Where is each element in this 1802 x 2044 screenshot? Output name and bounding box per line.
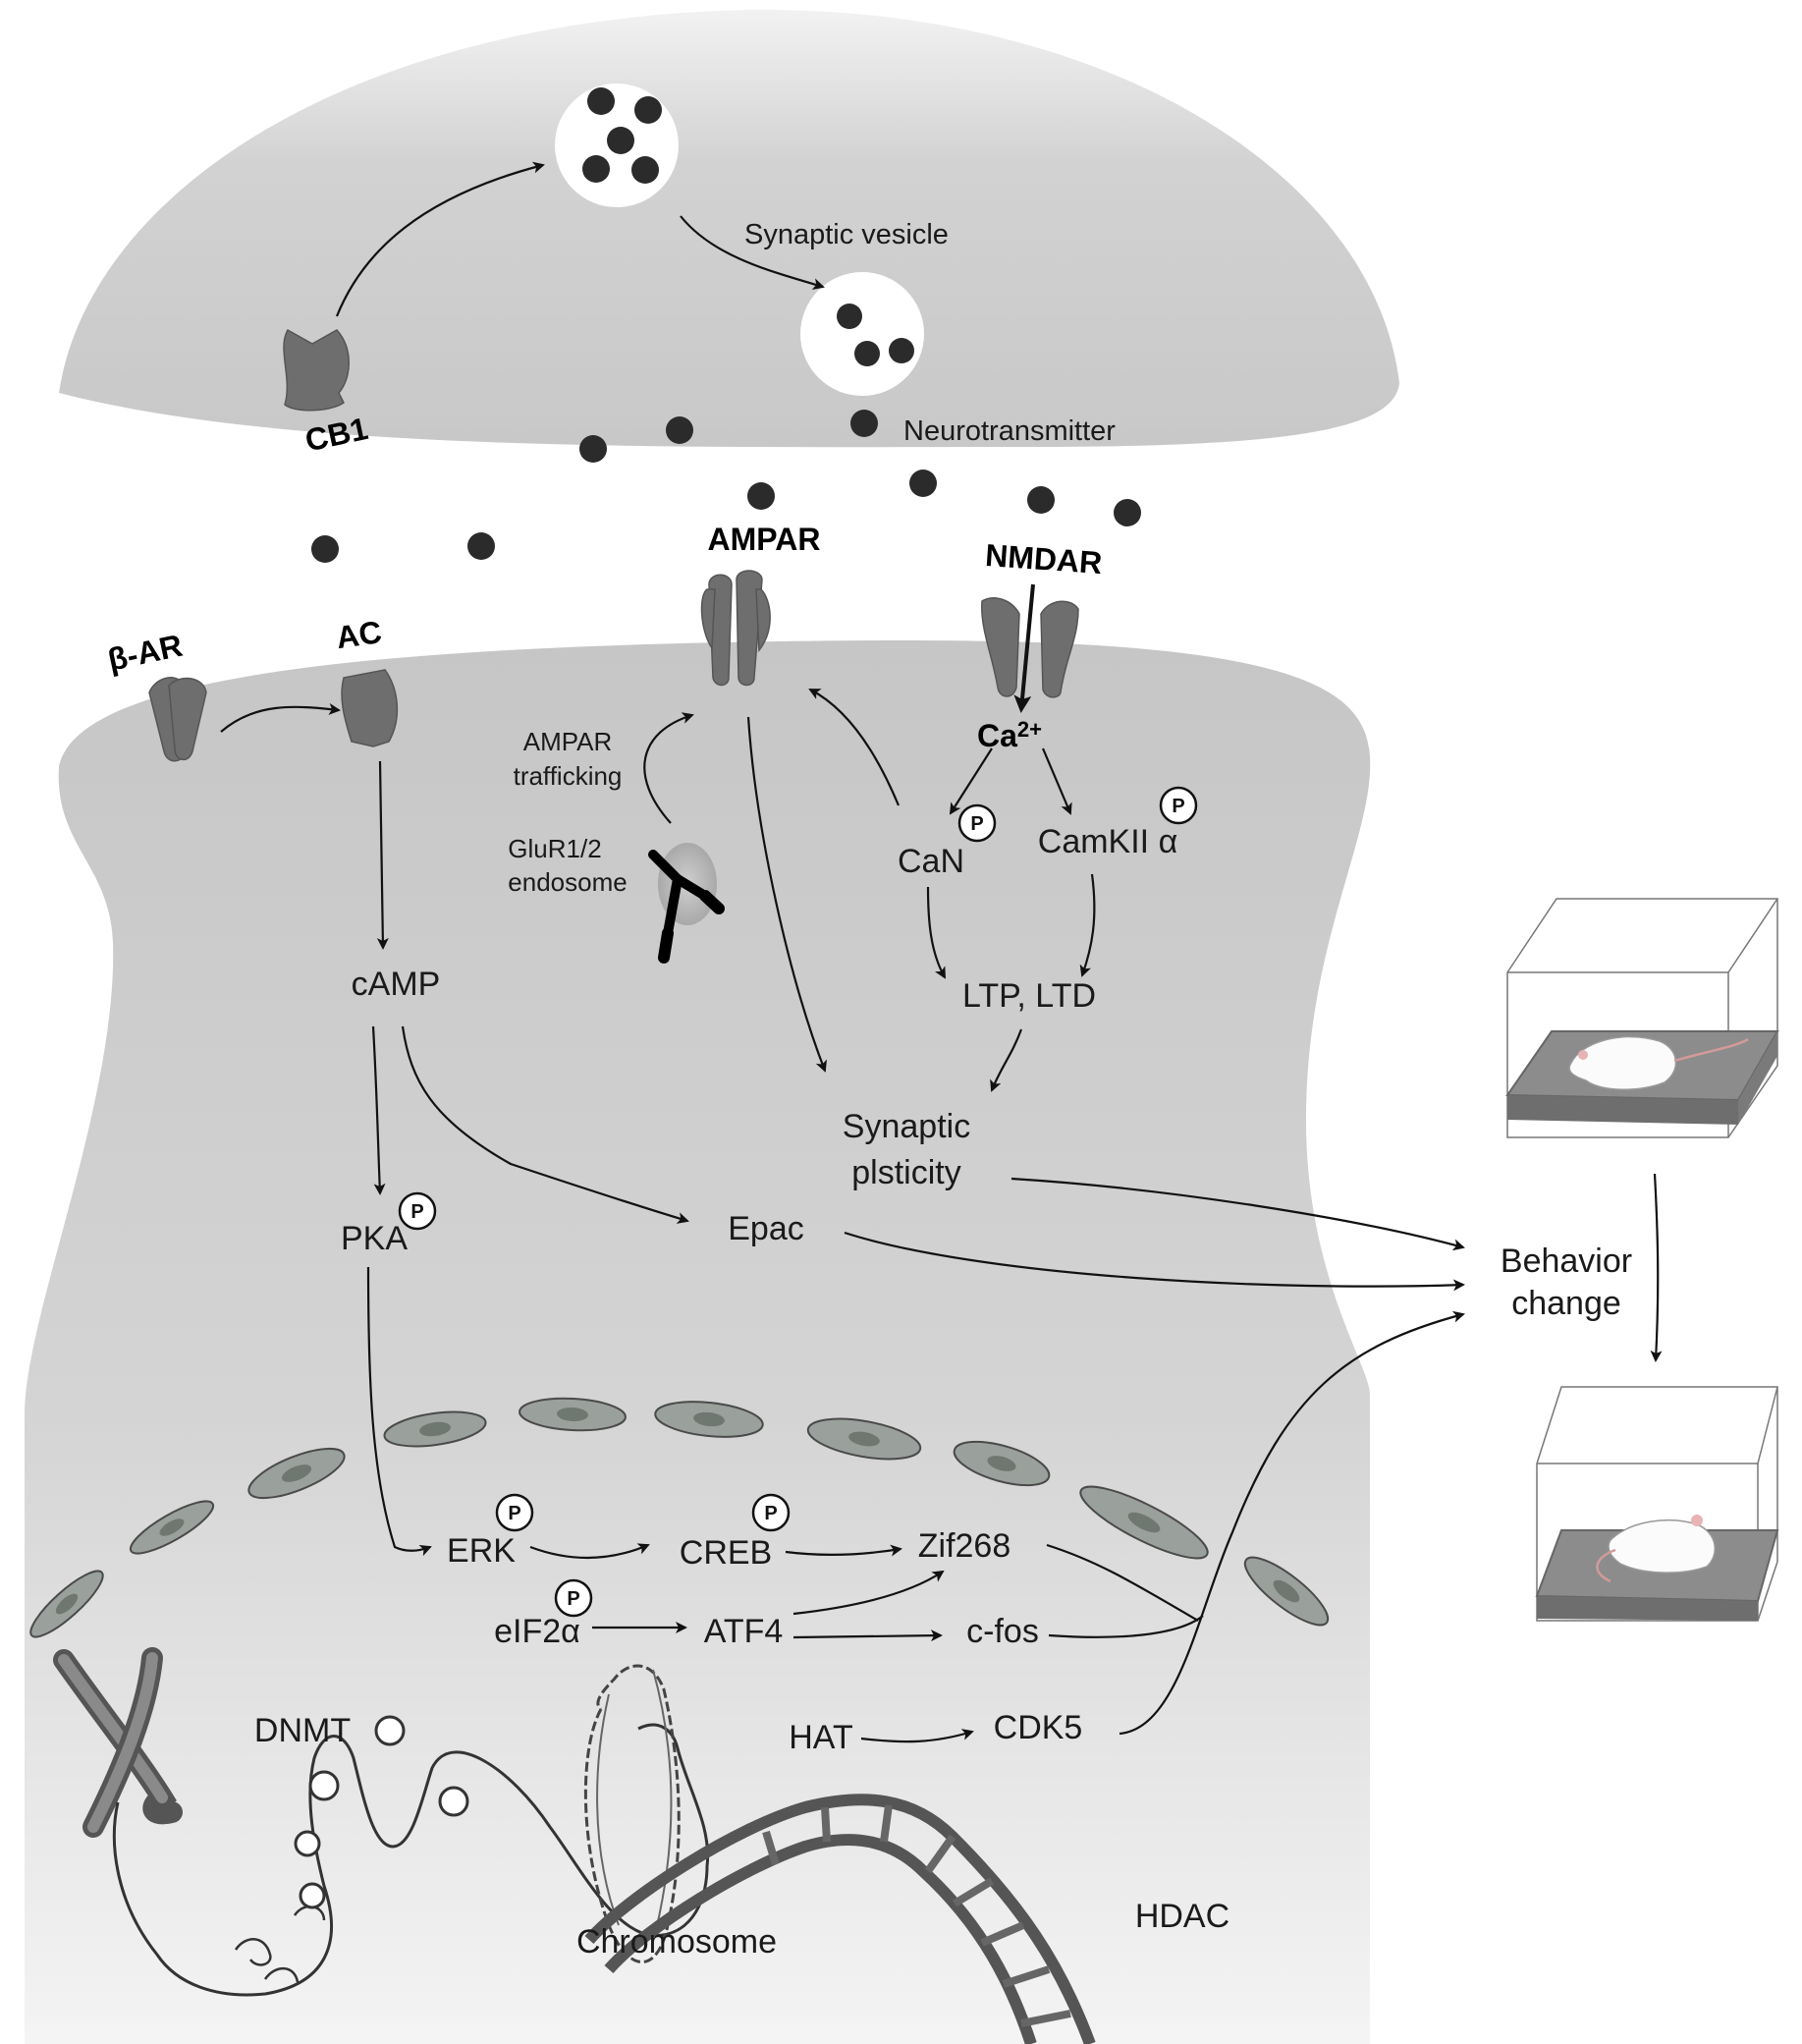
calcium-label: Ca2+ [977,717,1042,753]
hat-label: HAT [789,1719,852,1756]
neurotransmitter-label: Neurotransmitter [903,415,1116,447]
vesicle-neurotransmitters-upper [582,87,662,184]
erk-label: ERK [447,1532,516,1570]
cdk5-label: CDK5 [994,1709,1083,1746]
glur-endosome-label-line1: GluR1/2 [508,834,601,863]
free-neurotransmitters [311,410,1141,563]
svg-text:P: P [567,1588,579,1610]
dnmt-label: DNMT [254,1712,351,1749]
ac-label: AC [334,614,384,655]
chromosome-loop [583,1664,681,1963]
svg-text:P: P [1172,796,1184,817]
phospho-marker-camkii: P [1159,786,1198,825]
synaptic-vesicle-lower [800,272,924,396]
ampar-trafficking-label-line2: trafficking [514,761,623,791]
svg-text:P: P [764,1503,777,1524]
zif268-label: Zif268 [918,1527,1011,1565]
creb-label: CREB [680,1534,772,1572]
svg-text:P: P [410,1201,423,1223]
eif2a-label: eIF2α [494,1613,580,1650]
camp-label: cAMP [352,966,441,1003]
ac-receptor-icon [341,669,399,747]
phospho-marker-can: P [957,803,997,843]
synaptic-vesicle-label: Synaptic vesicle [744,219,949,250]
behavior-change-label-line2: change [1511,1285,1621,1322]
ltp-ltd-label: LTP, LTD [962,977,1096,1015]
phospho-marker-eif2a: P [554,1578,593,1618]
nmdar-label: NMDAR [984,537,1103,580]
ampar-label: AMPAR [708,522,821,557]
hdac-label: HDAC [1135,1898,1229,1935]
mouse-lower-icon [1608,1519,1717,1574]
mouse-cage-upper-icon [1505,898,1779,1138]
epac-label: Epac [728,1210,804,1247]
ampar-receptor-icon [700,570,771,687]
behavior-change-label-line1: Behavior [1501,1243,1632,1280]
chromosome-x-icon [53,1647,183,1838]
phospho-marker-creb: P [751,1493,791,1532]
presynaptic-terminal [59,9,1399,448]
cfos-label: c-fos [966,1613,1039,1650]
synaptic-plasticity-label-line1: Synaptic [843,1108,970,1145]
synaptic-plasticity-label-line2: plsticity [851,1154,960,1191]
nucleosomes [294,1715,469,1909]
pka-label: PKA [341,1220,408,1257]
beta-ar-label: β-AR [105,628,186,678]
chromosome-label: Chromosome [576,1923,777,1961]
glur-endosome-icon [648,843,725,964]
phospho-marker-erk: P [495,1493,534,1532]
dna-helix-icon [584,1794,1096,2044]
camkii-label: CamKII α [1038,823,1177,860]
postsynaptic-neuron [25,639,1371,2044]
beta-ar-receptor-icon [148,677,207,762]
phospho-marker-pka: P [398,1191,437,1231]
nmdar-receptor-icon [981,597,1079,698]
ampar-trafficking-label-line1: AMPAR [523,727,613,756]
svg-text:P: P [508,1503,520,1524]
glur-endosome-label-line2: endosome [508,867,627,897]
svg-text:P: P [970,813,983,835]
vesicle-neurotransmitters-lower [837,304,914,366]
cb1-receptor-icon [283,328,350,412]
atf4-label: ATF4 [704,1613,784,1650]
mouse-upper-icon [1568,1035,1677,1090]
can-label: CaN [898,843,964,880]
nuclear-envelope [29,1397,1330,1638]
mouse-cage-lower-icon [1535,1386,1779,1622]
